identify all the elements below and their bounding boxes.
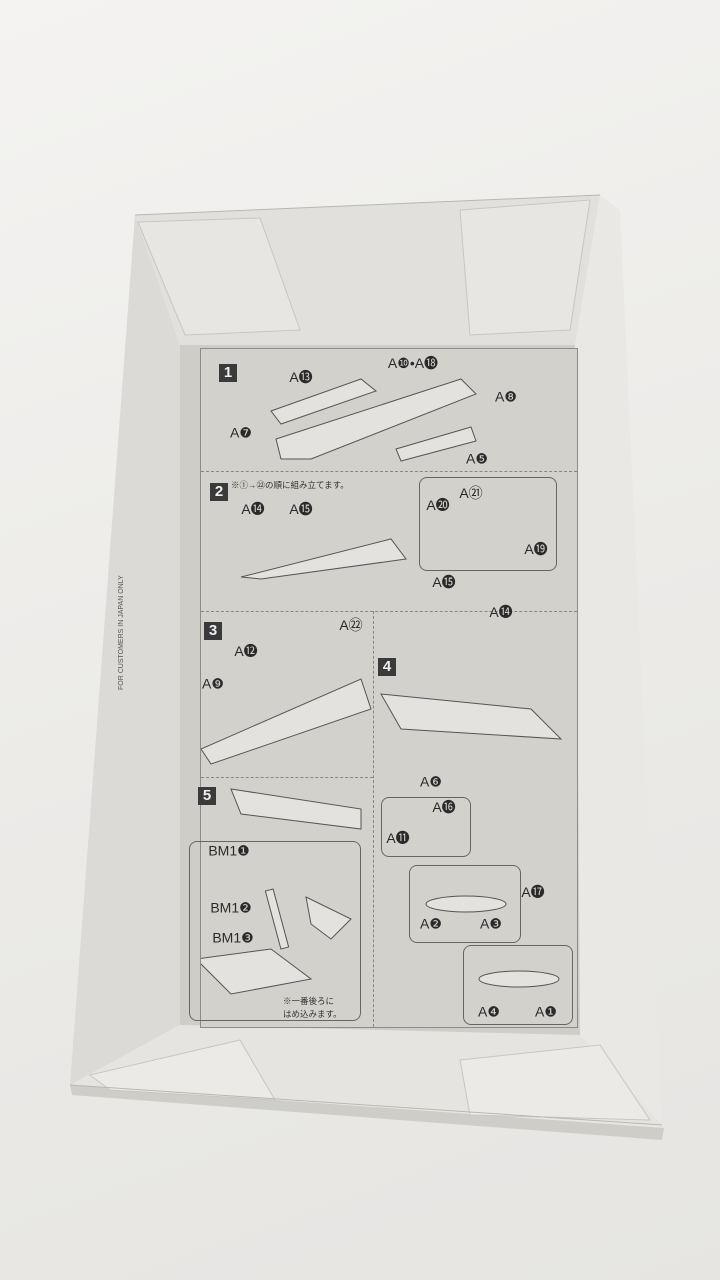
part-label: A❹ — [478, 1003, 500, 1020]
instruction-sheet: 1 2 3 4 5 ※①→㉒の順に組み立てます。 ※一番後ろに はめ込みます。 … — [189, 348, 578, 1028]
part-label: A❾ — [202, 675, 224, 692]
part-label: A⓳ — [524, 541, 548, 557]
part-label: A⓯ — [432, 574, 456, 590]
step2-detail-inset — [419, 477, 557, 571]
part-label: A⓮ — [489, 604, 513, 620]
part-label: A⓬ — [234, 643, 258, 659]
divider — [201, 777, 373, 778]
step-number-1: 1 — [219, 364, 237, 382]
part-label: A❻ — [420, 773, 442, 790]
part-label: A⓯ — [289, 501, 313, 517]
step-number-5: 5 — [198, 787, 216, 805]
ship-illustrations — [201, 378, 563, 995]
part-label: A❿•A⓲ — [387, 355, 439, 371]
ship-hull-step2 — [240, 538, 407, 580]
box-flap-top-right — [459, 199, 591, 336]
step-number-3: 3 — [204, 622, 222, 640]
box-edge — [69, 1084, 663, 1126]
step-number-2: 2 — [210, 483, 228, 501]
part-label: A⓫ — [386, 830, 410, 846]
missile-part — [425, 895, 507, 913]
part-label: A⓱ — [521, 884, 545, 900]
divider — [373, 611, 374, 1027]
step5-note: ※一番後ろに — [283, 996, 335, 1006]
box-edge — [134, 194, 601, 216]
part-label: BM1❸ — [212, 929, 254, 946]
missile-part — [478, 970, 560, 988]
stand-arm — [264, 888, 290, 950]
stand-base-small — [305, 896, 352, 940]
part-label: A❽ — [495, 388, 517, 405]
step-number-4: 4 — [378, 658, 396, 676]
stand-base — [201, 948, 313, 995]
step5-stand-inset — [189, 841, 361, 1021]
ship-hull-step1 — [275, 378, 477, 460]
divider — [201, 471, 577, 472]
part-label: A❶ — [535, 1003, 557, 1020]
ship-part-step1 — [395, 426, 477, 462]
part-label: A⓴ — [426, 497, 450, 513]
part-label: A❷ — [420, 915, 442, 932]
ship-hull-step5 — [230, 788, 362, 830]
step2-note: ※①→㉒の順に組み立てます。 — [231, 480, 349, 490]
ship-hull-step4 — [380, 693, 563, 740]
box-left-wall — [70, 215, 180, 1085]
part-label: BM1❶ — [208, 842, 250, 859]
part-label: A㉑ — [459, 485, 483, 501]
part-label: A❼ — [230, 424, 252, 441]
part-label: A⓮ — [241, 501, 265, 517]
box-right-wall — [575, 195, 662, 1125]
part-label: A㉒ — [339, 617, 363, 633]
box-flap-bottom-right — [459, 1044, 651, 1121]
part-label: A⓰ — [432, 799, 456, 815]
box-flap-bottom-left — [88, 1039, 276, 1101]
divider — [201, 611, 577, 612]
step4-inset-a — [381, 797, 471, 857]
part-label: A⓭ — [289, 369, 313, 385]
part-label: BM1❷ — [210, 899, 252, 916]
ship-hull-step3 — [201, 678, 372, 765]
step4-inset-c — [463, 945, 573, 1025]
ship-part-step1 — [270, 378, 378, 425]
step5-note: はめ込みます。 — [283, 1009, 342, 1019]
box-outer-shadow — [70, 1085, 664, 1140]
part-label: A❸ — [480, 915, 502, 932]
box-side-text: FOR CUSTOMERS IN JAPAN ONLY — [118, 575, 125, 690]
step4-inset-b — [409, 865, 521, 943]
part-label: A❺ — [466, 450, 488, 467]
box-flap-top-left — [137, 217, 301, 336]
